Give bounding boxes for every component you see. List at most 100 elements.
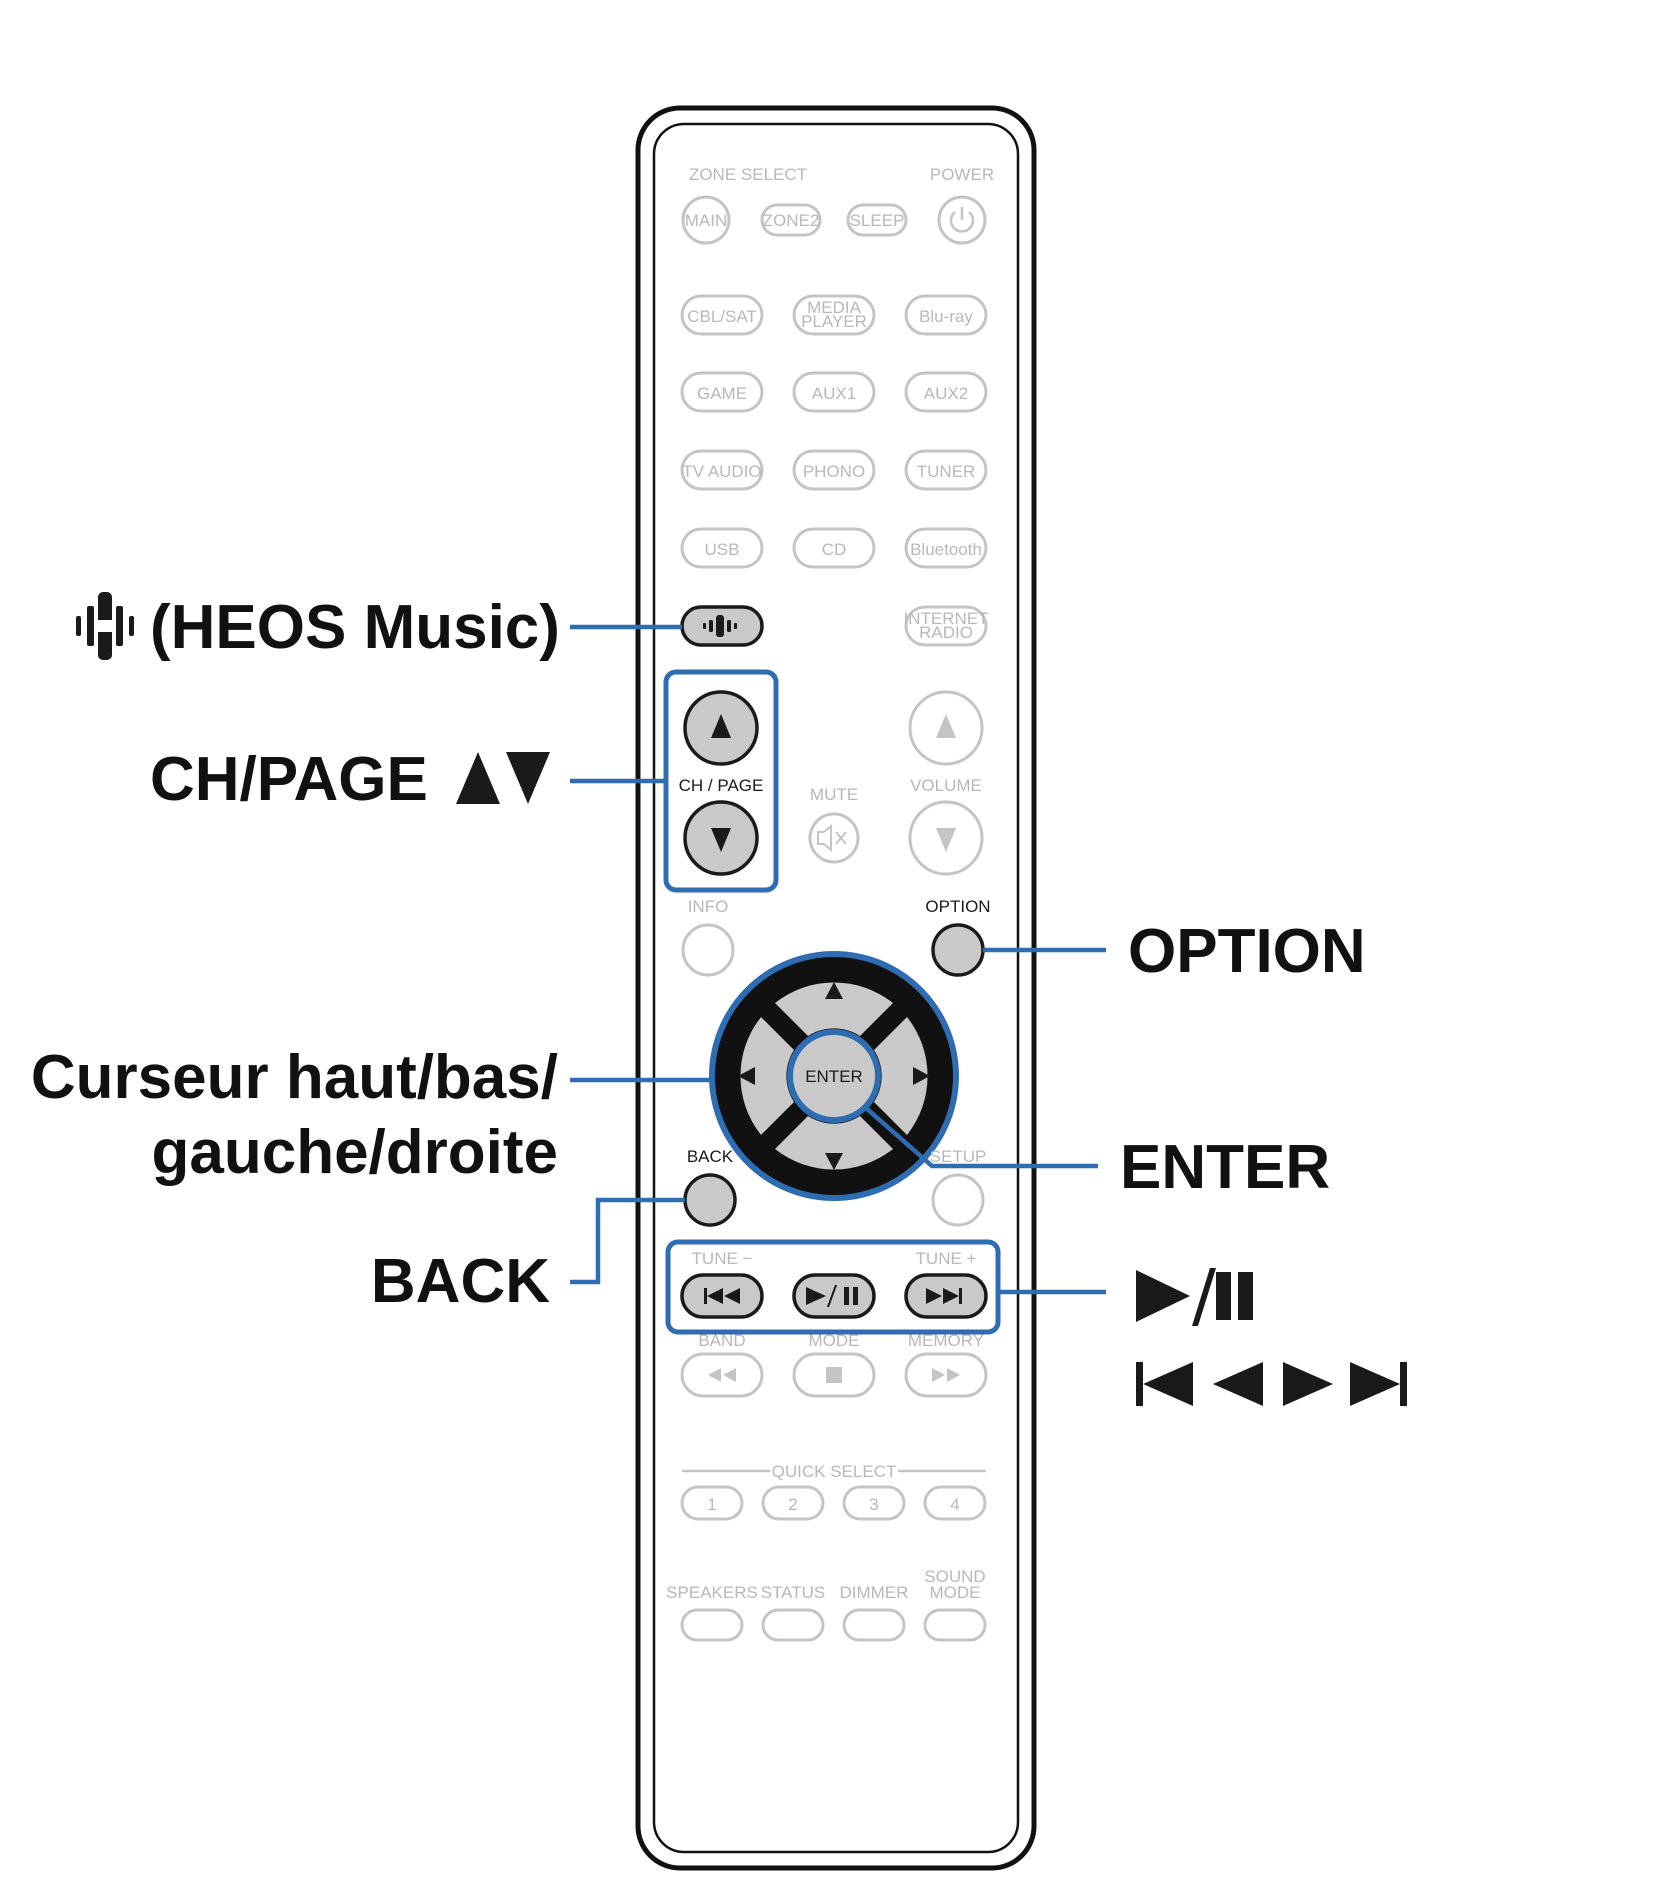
sound-mode-label-2: MODE — [930, 1583, 981, 1602]
cursor-pad: ENTER — [709, 951, 959, 1201]
stop-icon — [826, 1367, 842, 1383]
volume-down-button[interactable] — [908, 800, 984, 876]
heos-music-button[interactable] — [680, 605, 764, 647]
cursor-down-button[interactable] — [775, 1116, 893, 1170]
option-label: OPTION — [925, 897, 990, 916]
setup-label: SETUP — [930, 1147, 987, 1166]
aux1-button[interactable]: AUX1 — [792, 371, 876, 413]
cd-button[interactable]: CD — [792, 527, 876, 569]
phono-label: PHONO — [803, 462, 865, 481]
bluetooth-label: Bluetooth — [910, 540, 982, 559]
aux2-button[interactable]: AUX2 — [904, 371, 988, 413]
media-player-label-1: MEDIA — [807, 298, 862, 317]
stop-button[interactable] — [792, 1352, 876, 1398]
play-pause-button[interactable] — [792, 1273, 876, 1319]
bluetooth-button[interactable]: Bluetooth — [904, 527, 988, 569]
skip-callout-icon — [1136, 1362, 1407, 1406]
volume-up-icon — [936, 714, 956, 738]
ch-page-down-button[interactable] — [683, 800, 759, 876]
memory-label: MEMORY — [908, 1331, 984, 1350]
sleep-button[interactable]: SLEEP — [846, 203, 908, 237]
media-player-label-2: PLAYER — [801, 312, 867, 331]
skip-back-button[interactable] — [680, 1273, 764, 1319]
cursor-up-icon — [825, 982, 843, 999]
transport-callout: ►/❚❚ ⏮ ⏭ — [1136, 1268, 1407, 1406]
play-pause-icon — [806, 1284, 858, 1308]
dimmer-button[interactable] — [842, 1608, 906, 1642]
status-label: STATUS — [761, 1583, 826, 1602]
ch-page-label: CH / PAGE — [679, 776, 764, 795]
tuner-button[interactable]: TUNER — [904, 449, 988, 491]
quick-select-label: QUICK SELECT — [772, 1462, 897, 1481]
quick-select-1-button[interactable]: 1 — [680, 1485, 744, 1521]
power-label: POWER — [930, 165, 994, 184]
mute-icon — [817, 823, 847, 853]
zone2-button-label: ZONE2 — [763, 211, 820, 230]
internet-radio-button[interactable]: INTERNET RADIO — [904, 605, 989, 647]
quick-select-2-button[interactable]: 2 — [761, 1485, 825, 1521]
speakers-label: SPEAKERS — [666, 1583, 758, 1602]
quick-select-3-label: 3 — [869, 1495, 878, 1514]
power-button[interactable] — [937, 195, 987, 245]
mode-label: MODE — [809, 1331, 860, 1350]
usb-label: USB — [705, 540, 740, 559]
cursor-left-button[interactable] — [740, 1017, 794, 1135]
phono-button[interactable]: PHONO — [792, 449, 876, 491]
aux1-label: AUX1 — [812, 384, 856, 403]
media-player-button[interactable]: MEDIA PLAYER — [792, 294, 876, 336]
usb-button[interactable]: USB — [680, 527, 764, 569]
option-button[interactable] — [931, 923, 985, 977]
quick-select-1-label: 1 — [707, 1495, 716, 1514]
cursor-up-button[interactable] — [775, 982, 893, 1036]
sound-mode-button[interactable] — [923, 1608, 987, 1642]
ch-page-up-button[interactable] — [683, 690, 759, 766]
fast-forward-icon — [932, 1368, 960, 1382]
cursor-left-icon — [738, 1067, 755, 1085]
heos-callout-label: (HEOS Music) — [150, 593, 560, 662]
ch-page-callout-down-icon — [506, 752, 550, 804]
info-button[interactable] — [681, 923, 735, 977]
tune-plus-label: TUNE + — [916, 1249, 977, 1268]
band-label: BAND — [698, 1331, 745, 1350]
main-button[interactable]: MAIN — [681, 195, 731, 245]
mute-button[interactable] — [808, 812, 860, 864]
game-label: GAME — [697, 384, 747, 403]
zone2-button[interactable]: ZONE2 — [760, 203, 822, 237]
cursor-right-button[interactable] — [874, 1017, 928, 1135]
up-triangle-icon — [711, 714, 731, 738]
skip-forward-icon — [926, 1288, 962, 1304]
status-button[interactable] — [761, 1608, 825, 1642]
internet-radio-label-2: RADIO — [919, 623, 973, 642]
enter-leader — [864, 1106, 1098, 1169]
heos-callout: (HEOS Music) — [76, 592, 560, 662]
back-button[interactable] — [683, 1173, 737, 1227]
info-label: INFO — [688, 897, 729, 916]
cursor-right-icon — [913, 1067, 930, 1085]
main-button-label: MAIN — [685, 211, 728, 230]
ch-page-callout: CH/PAGE — [150, 745, 550, 814]
enter-callout-label: ENTER — [1120, 1133, 1330, 1202]
tuner-label: TUNER — [917, 462, 976, 481]
tune-minus-label: TUNE − — [692, 1249, 753, 1268]
back-callout-label: BACK — [371, 1247, 550, 1316]
heos-icon — [703, 615, 737, 637]
enter-button[interactable] — [787, 1029, 881, 1123]
game-button[interactable]: GAME — [680, 371, 764, 413]
skip-forward-button[interactable] — [904, 1273, 988, 1319]
cbl-sat-button[interactable]: CBL/SAT — [680, 294, 764, 336]
play-pause-callout-icon — [1136, 1268, 1253, 1326]
sleep-button-label: SLEEP — [850, 211, 905, 230]
setup-button[interactable] — [931, 1173, 985, 1227]
cursor-down-icon — [825, 1153, 843, 1170]
option-callout-label: OPTION — [1128, 917, 1366, 986]
speakers-button[interactable] — [680, 1608, 744, 1642]
fast-forward-button[interactable] — [904, 1352, 988, 1398]
quick-select-4-button[interactable]: 4 — [923, 1485, 987, 1521]
remote-body-inner — [652, 122, 1020, 1854]
quick-select-3-button[interactable]: 3 — [842, 1485, 906, 1521]
rewind-button[interactable] — [680, 1352, 764, 1398]
tv-audio-button[interactable]: TV AUDIO — [680, 449, 764, 491]
blu-ray-button[interactable]: Blu-ray — [904, 294, 988, 336]
volume-up-button[interactable] — [908, 690, 984, 766]
